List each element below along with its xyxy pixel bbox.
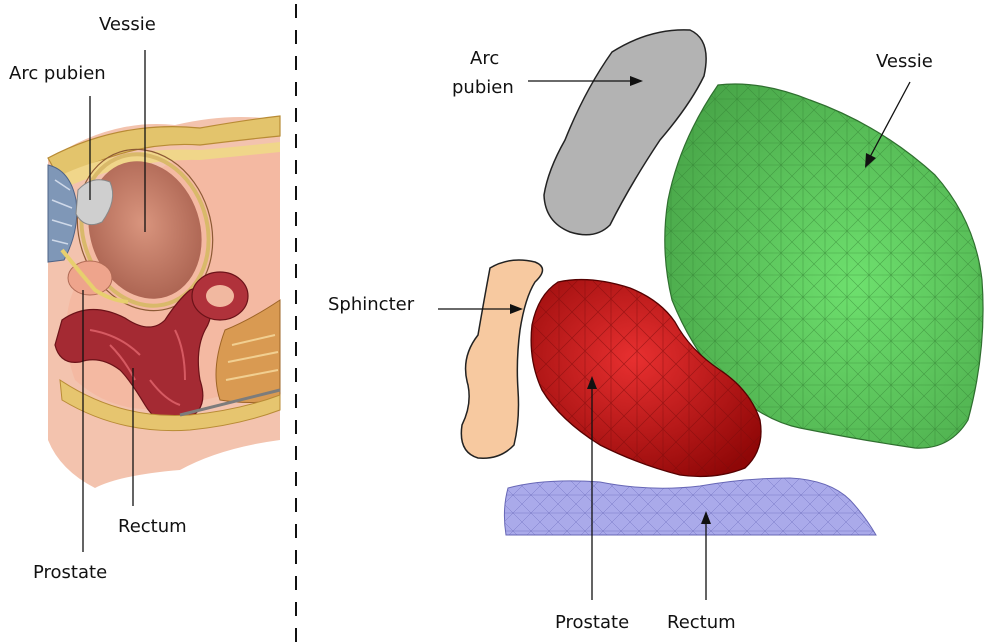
left-label-vessie: Vessie [99, 14, 156, 35]
left-label-prostate: Prostate [33, 562, 107, 583]
right-label-rectum: Rectum [667, 612, 736, 633]
right-label-vessie: Vessie [876, 51, 933, 72]
right-label-sphincter: Sphincter [328, 294, 415, 315]
left-label-rectum: Rectum [118, 516, 187, 537]
right-label-arc-line1: Arc [470, 48, 499, 69]
mesh-sphincter [461, 260, 542, 458]
mesh-reconstruction [461, 30, 983, 535]
right-label-arc-line2: pubien [452, 77, 514, 98]
right-label-prostate: Prostate [555, 612, 629, 633]
left-label-arc-pubien: Arc pubien [9, 63, 106, 84]
